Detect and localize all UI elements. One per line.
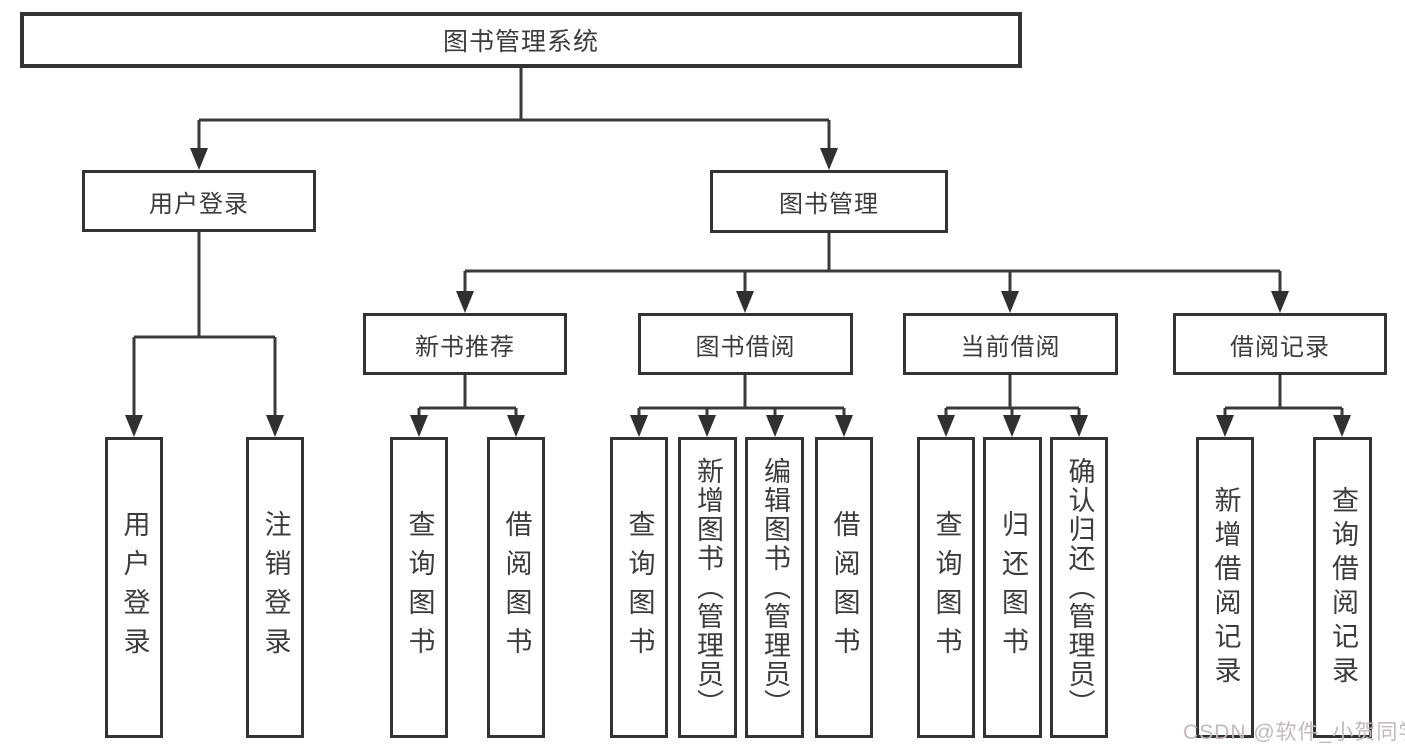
node-book-borrowing: 图书借阅 xyxy=(638,313,853,375)
node-label: 用户登录 xyxy=(149,190,249,218)
leaf-add-book-admin: 新增图书（管理员） xyxy=(678,437,737,738)
leaf-borrow-books: 借阅图书 xyxy=(815,437,873,738)
node-label: 当前借阅 xyxy=(960,333,1061,361)
node-library-management-system: 图书管理系统 xyxy=(20,12,1022,68)
node-borrowing-records: 借阅记录 xyxy=(1173,313,1387,375)
leaf-query-books-recommend: 查询图书 xyxy=(390,437,448,738)
leaf-label: 确认归还（管理员） xyxy=(1064,457,1095,718)
leaf-return-books: 归还图书 xyxy=(983,437,1042,738)
node-label: 图书借阅 xyxy=(695,333,796,361)
node-label: 新书推荐 xyxy=(415,333,515,361)
leaf-query-books-current: 查询图书 xyxy=(917,437,975,738)
leaf-label: 借阅图书 xyxy=(829,509,860,666)
leaf-query-borrow-record: 查询借阅记录 xyxy=(1313,437,1372,738)
node-user-login: 用户登录 xyxy=(82,170,316,232)
leaf-confirm-return-admin: 确认归还（管理员） xyxy=(1050,437,1108,738)
leaf-label: 编辑图书（管理员） xyxy=(760,457,790,718)
node-label: 借阅记录 xyxy=(1230,333,1330,361)
leaf-label: 借阅图书 xyxy=(501,509,532,666)
leaf-label: 新增图书（管理员） xyxy=(693,457,723,718)
leaf-label: 用户登录 xyxy=(119,509,150,666)
node-current-borrowing: 当前借阅 xyxy=(903,313,1118,375)
node-book-management: 图书管理 xyxy=(710,170,948,233)
leaf-borrow-books-recommend: 借阅图书 xyxy=(487,437,545,738)
node-label: 图书管理系统 xyxy=(442,28,599,56)
leaf-query-books-borrow: 查询图书 xyxy=(610,437,668,738)
leaf-label: 查询图书 xyxy=(404,509,435,666)
csdn-watermark: CSDN @软件_小贺同学 xyxy=(1183,721,1405,744)
node-label: 图书管理 xyxy=(779,191,879,218)
leaf-label: 新增借阅记录 xyxy=(1210,485,1241,690)
leaf-label: 归还图书 xyxy=(998,509,1028,666)
leaf-user-login: 用户登录 xyxy=(105,437,163,738)
leaf-label: 注销登录 xyxy=(260,509,291,666)
leaf-add-borrow-record: 新增借阅记录 xyxy=(1196,437,1254,738)
leaf-label: 查询借阅记录 xyxy=(1328,485,1358,690)
leaf-label: 查询图书 xyxy=(624,509,655,666)
leaf-edit-book-admin: 编辑图书（管理员） xyxy=(745,437,804,738)
leaf-label: 查询图书 xyxy=(931,509,962,666)
leaf-logout: 注销登录 xyxy=(246,437,304,738)
node-new-book-recommendation: 新书推荐 xyxy=(363,313,567,375)
arrowheads xyxy=(125,148,1351,437)
